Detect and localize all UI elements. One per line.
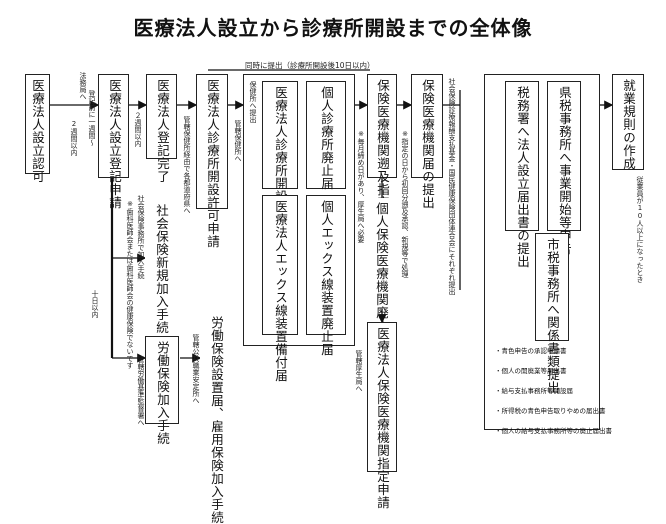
simultaneous-filing-group: 保健所へ提出 医療法人診療所開設届 個人診療所廃止届 医療法人エックス線装置備付…	[243, 74, 355, 382]
step-registration-application-label: 医療法人設立登記申請	[107, 79, 122, 209]
note-initial-retroactive: ※指定の日から初回分遡及承認、新規等で処理	[401, 130, 409, 278]
step-insurance-facility-filing-label: 保険医療機関届の提出	[420, 79, 435, 209]
step-city-tax-office-label: 市税事務所へ関係書類提出	[545, 238, 560, 394]
simultaneous-note: 同時に提出（診療所開設後10日以内）	[245, 61, 375, 70]
step-employment-insurance: 労働保険設置届、雇用保険加入手続	[200, 312, 234, 524]
checklist-item: ・個人の開廃業等届出書	[495, 367, 567, 375]
step-registration-complete-label: 医療法人登記完了	[155, 79, 170, 183]
note-legal-affairs: 法務局へ	[79, 72, 87, 100]
step-city-tax-office: 市税事務所へ関係書類提出	[535, 233, 569, 394]
note-submit-health-center: 保健所へ提出	[249, 81, 257, 123]
step-registration-application: 医療法人設立登記申請	[98, 74, 129, 209]
tax-office-filing-group: 税務署へ法人設立届出書の提出 県税事務所へ事業開始等申告 市税事務所へ関係書類提…	[484, 74, 612, 435]
step-retroactive-designation: 保険医療機関遡及指定願	[367, 74, 397, 222]
note-dental-association: ※歯科医師会または歯科医師会の健康保険でないです	[126, 200, 134, 369]
step-corporate-clinic-opening-notice-label: 医療法人診療所開設届	[273, 86, 288, 216]
step-employment-insurance-label: 労働保険設置届、雇用保険加入手続	[209, 316, 224, 524]
step-corporate-clinic-opening-notice: 医療法人診療所開設届	[262, 81, 298, 216]
step-corporate-xray-installation-label: 医療法人エックス線装置備付届	[273, 200, 288, 382]
step-work-rules: 就業規則の作成	[612, 74, 644, 170]
step-clinic-opening-permit-label: 医療法人診療所開設許可申請	[205, 79, 220, 248]
step-retroactive-designation-label: 保険医療機関遡及指定願	[375, 79, 390, 222]
note-regional-bureau: 管轄厚生局へ	[355, 350, 363, 392]
step-registration-complete: 医療法人登記完了	[146, 74, 177, 183]
step-individual-insurance-closure: 個人保険医療機関廃止届	[367, 198, 397, 345]
note-prefecture-via-health-center: 管轄保健所経由で各都道府県へ	[183, 116, 191, 214]
step-incorporation-approval: 医療法人設立認可	[25, 74, 50, 183]
note-two-weeks: ２週間以内	[134, 112, 142, 147]
step-incorporation-approval-label: 医療法人設立認可	[30, 79, 45, 183]
note-within-two-weeks: 2週間以内	[70, 120, 78, 156]
checklist-item: ・青色申告の承認申請書	[495, 347, 567, 355]
step-labor-insurance-enrollment-label: 労働保険加入手続	[155, 341, 170, 445]
step-social-insurance-enrollment-label: 社会保険新規加入手続	[154, 204, 169, 334]
note-ten-employees: 従業員が10人以上になったとき	[636, 176, 644, 283]
step-tax-office-incorporation-label: 税務署へ法人設立届出書の提出	[515, 86, 530, 268]
note-submit-payment-funds: 社会保険診療報酬支払基金・国民健康保険団体連合会にそれぞれ提出	[448, 78, 456, 295]
step-individual-xray-closure: 個人エックス線装置廃止届	[306, 195, 346, 356]
note-monthly-deadline: ※毎月締め日があり、厚生局へ必要	[357, 130, 365, 243]
step-corporate-insurance-designation-label: 医療法人保険医療機関指定申請	[375, 327, 390, 509]
note-social-insurance-office: 社会保険事務所で加入手続	[137, 195, 145, 279]
step-social-insurance-enrollment: 社会保険新規加入手続	[145, 200, 179, 334]
step-corporate-xray-installation: 医療法人エックス線装置備付届	[262, 195, 298, 382]
page-title: 医療法人設立から診療所開設までの全体像	[133, 16, 533, 40]
flow-connectors	[50, 69, 614, 363]
step-insurance-facility-filing: 保険医療機関届の提出	[411, 74, 443, 209]
step-prefectural-tax-office: 県税事務所へ事業開始等申告	[547, 81, 581, 255]
step-tax-office-incorporation: 税務署へ法人設立届出書の提出	[505, 81, 539, 268]
checklist-item: ・給与支払事務所等開設届	[495, 387, 573, 395]
checklist-item: ・所得税の青色申告取りやめの届出書	[495, 407, 606, 415]
step-labor-insurance-enrollment: 労働保険加入手続	[145, 336, 179, 445]
step-individual-clinic-closure: 個人診療所廃止届	[306, 81, 346, 190]
step-individual-clinic-closure-label: 個人診療所廃止届	[319, 86, 334, 190]
note-within-ten-days: 十日以内	[91, 290, 99, 318]
step-clinic-opening-permit: 医療法人診療所開設許可申請	[196, 74, 228, 248]
tax-filing-checklist: ・青色申告の承認申請書 ・個人の開廃業等届出書 ・給与支払事務所等開設届 ・所得…	[495, 347, 612, 447]
step-individual-xray-closure-label: 個人エックス線装置廃止届	[319, 200, 334, 356]
note-labor-standards-office: 管轄労働基準監督署へ	[137, 356, 145, 426]
note-before-registration: 登記前に一週間〜	[88, 90, 96, 146]
step-work-rules-label: 就業規則の作成	[621, 79, 636, 170]
note-health-center: 管轄保健所へ	[234, 120, 242, 162]
step-individual-insurance-closure-label: 個人保険医療機関廃止届	[374, 202, 389, 345]
step-prefectural-tax-office-label: 県税事務所へ事業開始等申告	[557, 86, 572, 255]
note-employment-security-office: 管轄公共職業安定所へ	[192, 334, 200, 404]
step-corporate-insurance-designation: 医療法人保険医療機関指定申請	[367, 322, 397, 509]
checklist-item: ・個人の給与支払事務所等の廃止届出書	[495, 427, 612, 435]
